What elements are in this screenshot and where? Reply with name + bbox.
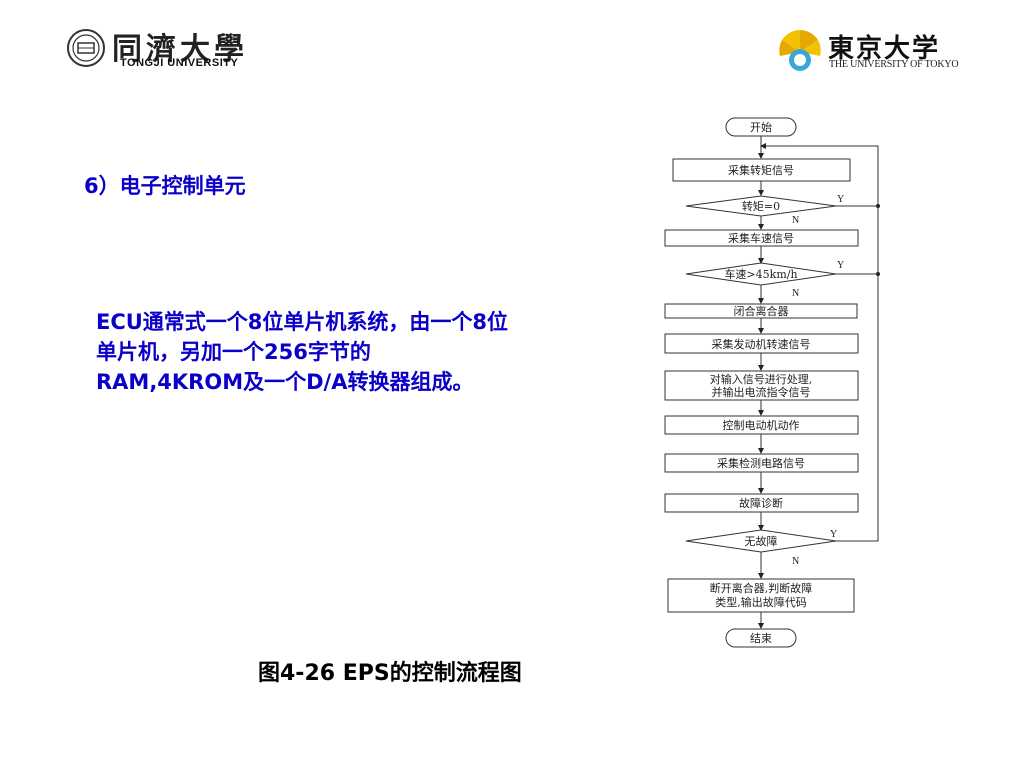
flow-close-clutch-label: 闭合离合器	[734, 304, 789, 318]
utokyo-name-cn: 東京大学	[828, 34, 941, 64]
flow-decision-speed-label: 车速>45km/h	[724, 267, 797, 281]
eps-control-flowchart: 开始 采集转矩信号 转矩=0 Y N 采集车速信号 车速>45km/h Y N …	[664, 117, 880, 648]
flow-yes-label-fault: Y	[830, 529, 837, 540]
flow-collect-speed-label: 采集车速信号	[728, 231, 794, 245]
utokyo-logo: 東京大学 THE UNIVERSITY OF TOKYO	[776, 26, 959, 76]
tongji-name-en: TONGJI UNIVERSITY	[120, 57, 239, 69]
flow-loop-back-line	[760, 143, 879, 542]
figure-caption: 图4-26 EPS的控制流程图	[258, 661, 522, 686]
flow-no-label-speed: N	[792, 288, 799, 299]
utokyo-name-en: THE UNIVERSITY OF TOKYO	[829, 59, 959, 70]
tongji-seal-icon	[67, 29, 105, 67]
flow-fault-handle	[667, 578, 855, 613]
flow-collect-detect-label: 采集检测电路信号	[717, 456, 805, 470]
flow-yes-label-speed: Y	[837, 260, 844, 271]
flow-end-label: 结束	[750, 632, 772, 645]
flow-process-signals	[664, 370, 859, 401]
section-heading: 6）电子控制单元	[84, 174, 246, 198]
tongji-name-cn: 同濟大學	[112, 32, 248, 67]
flow-control-motor-label: 控制电动机动作	[723, 418, 800, 432]
flow-fault-line1: 断开离合器,判断故障	[710, 581, 813, 595]
flow-no-label-torque: N	[792, 215, 799, 226]
tongji-logo: 同濟大學 TONGJI UNIVERSITY	[66, 24, 256, 74]
flow-decision-torque-label: 转矩=0	[742, 199, 780, 213]
flow-collect-torque-label: 采集转矩信号	[728, 163, 794, 177]
flow-end-node	[725, 628, 797, 648]
flow-fault-line2: 类型,输出故障代码	[715, 595, 807, 609]
ginkgo-icon	[779, 30, 821, 71]
flow-collect-motor-speed-label: 采集发动机转速信号	[712, 337, 811, 351]
flow-process-line1: 对输入信号进行处理,	[710, 372, 813, 386]
flow-no-label-fault: N	[792, 556, 799, 567]
flow-process-line2: 并输出电流指令信号	[712, 385, 811, 399]
ecu-description: ECU通常式一个8位单片机系统，由一个8位单片机，另加一个256字节的RAM,4…	[96, 310, 509, 394]
flow-yes-label-torque: Y	[837, 194, 844, 205]
flow-decision-fault-label: 无故障	[745, 534, 778, 548]
flow-start-label: 开始	[750, 120, 772, 134]
flow-diagnose-label: 故障诊断	[739, 496, 783, 510]
